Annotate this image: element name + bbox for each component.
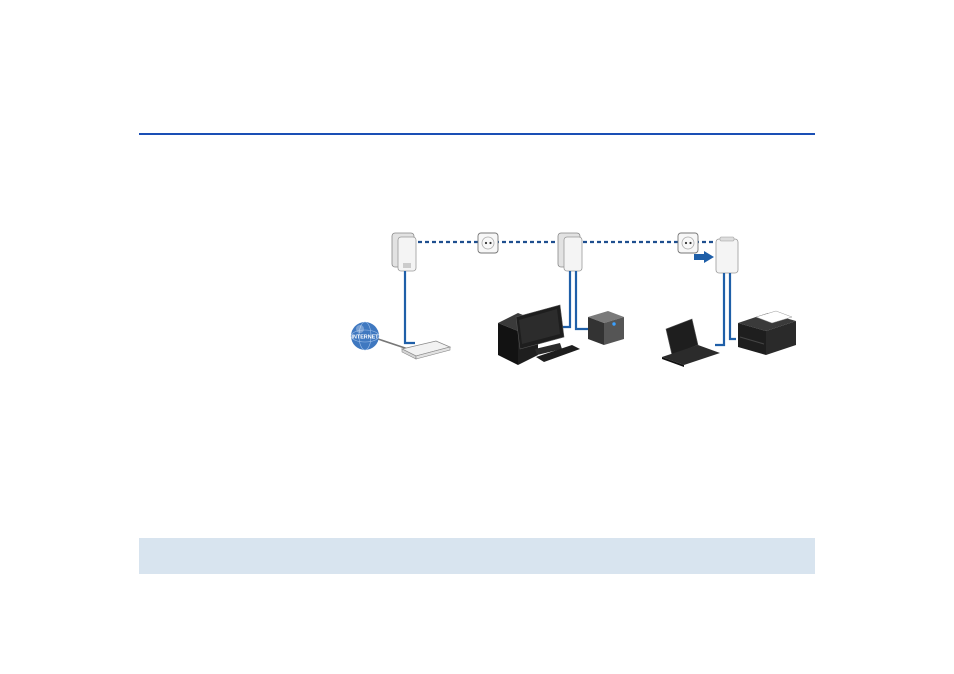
network-diagram: INTERNET <box>350 232 796 367</box>
plug-in-arrow <box>694 251 714 263</box>
internet-globe-icon: INTERNET <box>350 321 380 351</box>
ethernet-cable <box>728 273 736 341</box>
printer-icon <box>738 310 796 355</box>
dsl-cable <box>377 338 409 350</box>
powerline-adapter-icon <box>557 232 583 272</box>
internet-label: INTERNET <box>352 335 380 341</box>
ethernet-cable <box>574 271 588 331</box>
wall-socket-icon <box>677 232 699 254</box>
powerline-adapter-icon <box>715 236 739 274</box>
media-box-icon <box>588 311 624 345</box>
top-rule <box>139 133 815 135</box>
router-icon <box>400 340 452 360</box>
ethernet-cable <box>715 273 726 347</box>
note-box <box>139 538 815 574</box>
desktop-pc-icon <box>498 304 580 365</box>
ethernet-cable <box>403 271 415 345</box>
powerline-adapter-icon <box>391 232 417 272</box>
wall-socket-icon <box>477 232 499 254</box>
laptop-icon <box>662 318 720 367</box>
ethernet-cable <box>562 271 572 329</box>
